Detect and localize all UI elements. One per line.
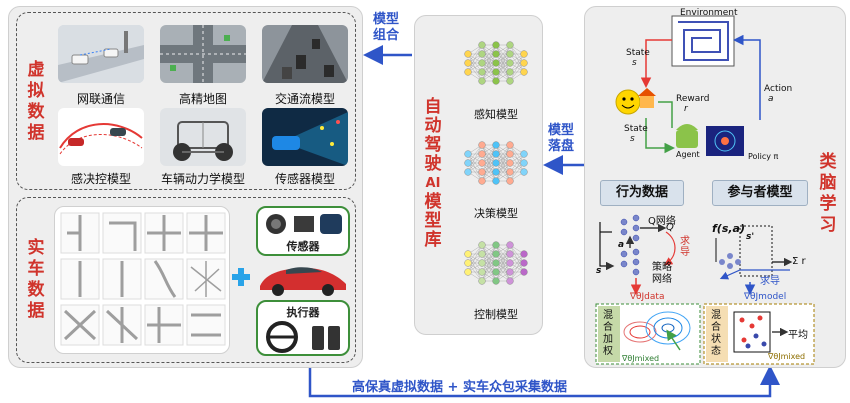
connected-comm-image: [58, 25, 144, 83]
grad-mixed-1: ∇θJmixed: [622, 354, 660, 363]
state-top-label: State: [626, 48, 650, 58]
plus-icon: [232, 268, 250, 286]
s-prime-label: s': [746, 232, 755, 242]
reward-label: Reward: [676, 94, 710, 104]
virtual-data-label: 虚拟 数据: [27, 60, 45, 143]
q-symbol: Q: [666, 222, 674, 233]
red-car-image: [256, 258, 350, 298]
actuator-card: 执行器: [256, 300, 350, 356]
vehicle-dynamics-image: [160, 108, 246, 166]
state-mid-label: State: [624, 124, 648, 134]
sensor-card: 传感器: [256, 206, 350, 256]
virtual-data-box: [16, 12, 356, 190]
average-label: 平均: [788, 330, 808, 341]
derive2-label: 求导: [760, 276, 780, 287]
perception-model-label: 感知模型: [474, 108, 518, 121]
state-mid-sym: s: [630, 134, 635, 144]
caption-connected-comm: 网联通信: [76, 92, 125, 106]
bottom-data-label: 高保真虚拟数据 + 实车众包采集数据: [352, 380, 567, 395]
actuator-label: 执行器: [286, 306, 320, 319]
q-network-label: Q网络: [648, 216, 676, 227]
steering-pedal-icon: [266, 321, 340, 353]
traffic-flow-image: [262, 25, 348, 83]
model-landing-label: 模型落盘: [548, 123, 575, 154]
caption-sensor-model: 传感器模型: [274, 172, 335, 186]
grad-model-label: ∇θJmodel: [744, 292, 787, 302]
grad-mixed-2: ∇θJmixed: [768, 352, 806, 361]
real-data-box: [16, 197, 356, 363]
action-label: Action: [764, 84, 793, 94]
policy-label: Policy π: [748, 152, 779, 161]
agent-label: Agent: [676, 150, 700, 159]
control-model-label: 控制模型: [474, 308, 518, 321]
road-scenario-thumbnails: [60, 212, 226, 346]
caption-hd-map: 高精地图: [178, 92, 227, 106]
action-sym: a: [768, 94, 774, 104]
behavior-data-title: 行为数据: [600, 180, 684, 206]
hd-map-image: [160, 25, 246, 83]
model-combine-label: 模型组合: [373, 12, 400, 43]
caption-pdc-model: 感决控模型: [70, 172, 131, 186]
perception-decision-control-image: [58, 108, 144, 166]
derive-label: 求导: [680, 236, 690, 258]
state-top-sym: s: [632, 58, 637, 68]
real-data-label: 实车 数据: [27, 238, 45, 321]
sum-r-label: Σ r: [792, 256, 806, 267]
f-sa-label: f(s,a): [712, 222, 745, 235]
policy-network-label: 策略网络: [652, 262, 672, 285]
brain-learning-label: 类脑 学习: [819, 152, 837, 235]
action-symbol: a: [618, 240, 625, 250]
environment-label: Environment: [680, 8, 738, 18]
participant-model-title: 参与者模型: [712, 180, 808, 206]
sensor-label: 传感器: [286, 240, 320, 253]
mixed-state-label: 混合 状态: [711, 310, 721, 357]
caption-vehicle-dynamics: 车辆动力学模型: [160, 172, 245, 186]
sensor-model-image: [262, 108, 348, 166]
decision-model-label: 决策模型: [474, 207, 518, 220]
reward-sym: r: [684, 104, 688, 114]
mixed-weight-label: 混合 加权: [603, 310, 613, 357]
grad-data-label: ∇θJdata: [630, 292, 665, 302]
state-symbol: s: [596, 266, 602, 276]
road-scenario-grid: [54, 206, 230, 354]
sensor-hardware-icon: [266, 214, 342, 234]
caption-traffic-flow: 交通流模型: [274, 92, 335, 106]
